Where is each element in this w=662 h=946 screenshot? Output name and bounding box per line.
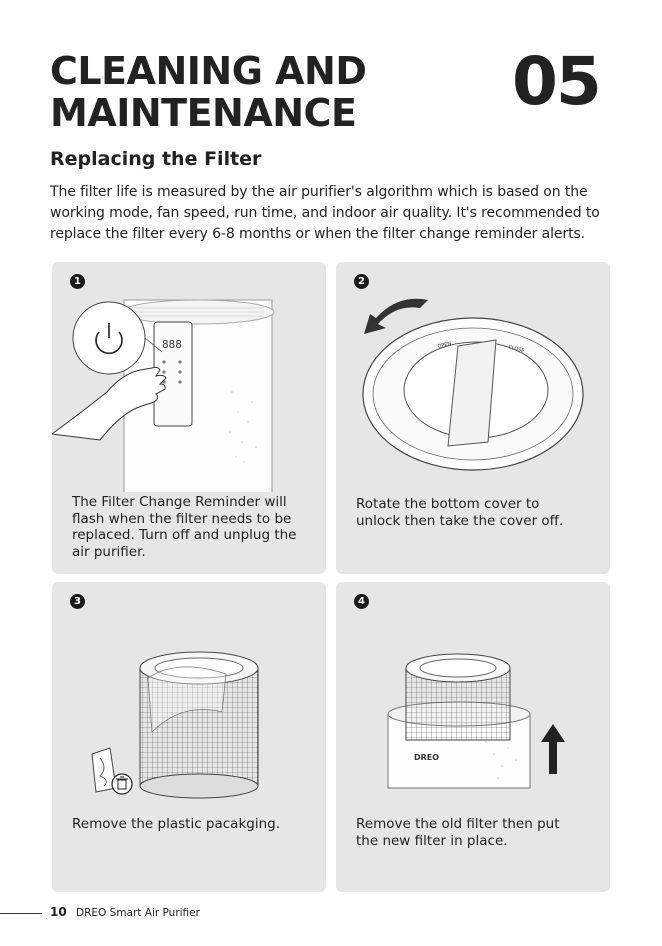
step-card-2: 2 OPEN CLOSE Rotate the bottom cover to … — [336, 262, 610, 574]
purifier-control-panel-illustration: 888 — [52, 299, 275, 492]
step-card-3: 3 Remove the plastic pacakging. — [52, 582, 326, 892]
footer-rule — [0, 913, 42, 914]
step-caption-3: Remove the plastic pacakging. — [72, 816, 280, 832]
dreo-logo-text: DREO — [414, 753, 439, 762]
step-caption-2: Rotate the bottom cover to unlock then t… — [356, 496, 564, 529]
step-caption-4: Remove the old filter then put the new f… — [356, 816, 560, 849]
step-number-1: 1 — [70, 274, 85, 289]
page-footer: 10 DREO Smart Air Purifier — [50, 905, 200, 919]
filter-insert-illustration: DREO — [387, 653, 565, 789]
footer-text: DREO Smart Air Purifier — [76, 907, 200, 919]
page-title: CLEANING AND MAINTENANCE — [50, 49, 367, 135]
step-caption-1: The Filter Change Reminder will flash wh… — [72, 494, 297, 560]
title-line-1: CLEANING AND — [50, 49, 367, 93]
step-number-3: 3 — [70, 594, 85, 609]
trash-icon — [111, 773, 133, 795]
power-icon — [95, 323, 123, 355]
rotate-arrow-icon — [364, 298, 428, 334]
step-card-4: 4 DREO Remove the old filter then put th… — [336, 582, 610, 892]
display-digits: 888 — [162, 338, 182, 351]
title-line-2: MAINTENANCE — [50, 91, 357, 135]
page-number: 10 — [50, 905, 67, 919]
intro-paragraph: The filter life is measured by the air p… — [50, 184, 600, 242]
close-label: CLOSE — [507, 344, 524, 354]
bottom-cover-illustration: OPEN CLOSE — [362, 298, 584, 471]
open-label: OPEN — [437, 341, 452, 350]
up-arrow-icon — [541, 724, 565, 774]
filter-packaging-illustration — [91, 651, 259, 799]
step-number-4: 4 — [354, 594, 369, 609]
chapter-number: 05 — [512, 43, 602, 120]
step-number-2: 2 — [354, 274, 369, 289]
section-subtitle: Replacing the Filter — [50, 148, 262, 170]
step-card-1: 1 888 The Filter Change Reminder wil — [52, 262, 326, 574]
